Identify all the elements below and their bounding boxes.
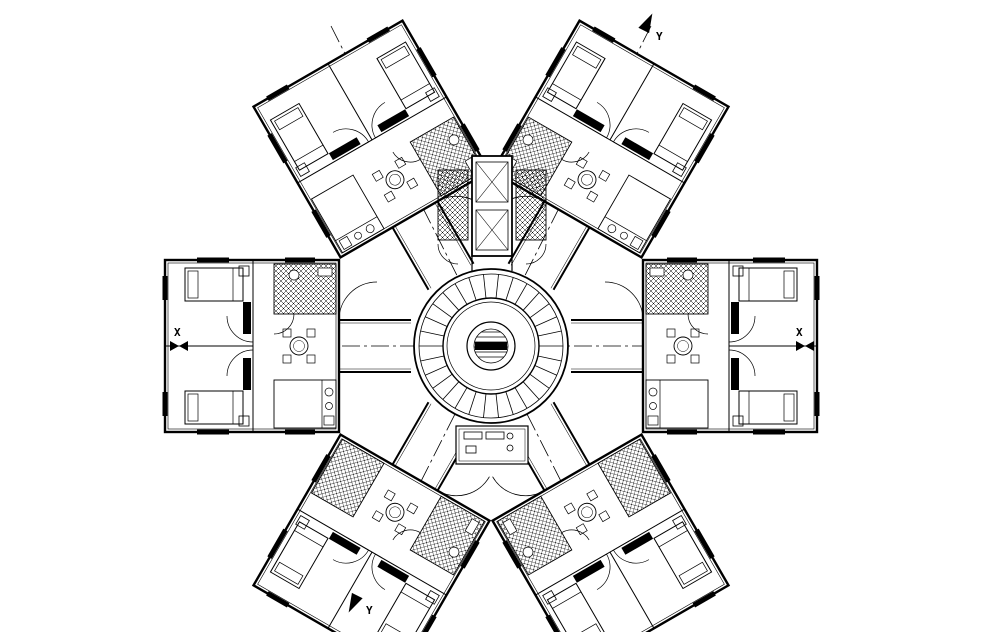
section-label-y-top: Y: [656, 30, 663, 43]
section-marker-x-right: X: [796, 326, 814, 351]
entrance-vestibule: [455, 425, 529, 465]
section-arrow-icon: [638, 13, 653, 34]
section-arrow-icon: [348, 592, 363, 613]
apartment-wing-west: [162, 257, 411, 435]
section-bowtie-icon: [170, 341, 188, 351]
lobby-tiled-floor: [437, 169, 469, 241]
apartment-wings: [162, 19, 820, 632]
section-marker-y-bottom: Y: [348, 592, 373, 617]
spiral-stair: [419, 274, 563, 418]
section-marker-y-top: Y: [638, 13, 663, 43]
central-core: [413, 268, 569, 424]
apartment-wing-southwest: [251, 401, 492, 632]
apartment-wing-northeast: [490, 19, 731, 291]
elevator-lobby: [437, 155, 547, 271]
elevator-shaft: [471, 155, 513, 257]
section-label-x-left: X: [174, 326, 181, 339]
apartment-wing-east: [571, 257, 820, 435]
stair-well-hub: [466, 321, 516, 371]
section-bowtie-icon: [796, 341, 814, 351]
section-label-x-right: X: [796, 326, 803, 339]
section-label-y-bottom: Y: [366, 604, 373, 617]
section-markers: Y Y X X: [170, 13, 814, 617]
section-marker-x-left: X: [170, 326, 188, 351]
lobby-tiled-floor: [515, 169, 547, 241]
apartment-wing-southeast: [490, 401, 731, 632]
